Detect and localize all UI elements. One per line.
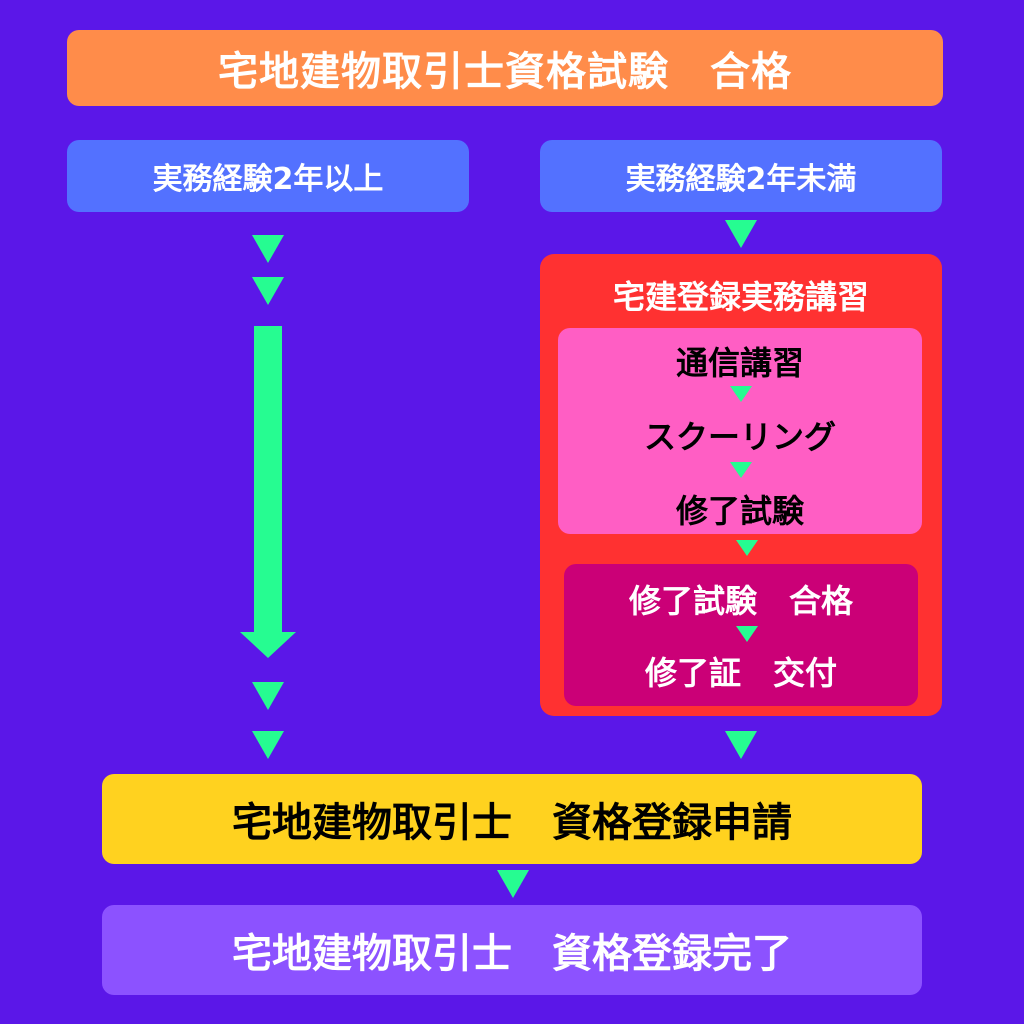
result-exam-pass: 修了試験 合格 xyxy=(628,582,853,620)
application-box: 宅地建物取引士 資格登録申請 xyxy=(102,774,922,864)
title-text: 宅地建物取引士資格試験 合格 xyxy=(218,49,792,95)
arrow-down-icon xyxy=(497,870,529,898)
arrow-down-icon xyxy=(736,626,758,642)
step-schooling: スクーリング xyxy=(643,418,836,456)
arrow-down-icon xyxy=(725,731,757,759)
arrow-down-icon xyxy=(252,682,284,710)
result-certificate: 修了証 交付 xyxy=(644,654,837,692)
title-box: 宅地建物取引士資格試験 合格 xyxy=(67,30,943,106)
long-arrow-head-icon xyxy=(240,632,296,658)
arrow-down-icon xyxy=(252,235,284,263)
arrow-down-icon xyxy=(252,731,284,759)
arrow-down-icon xyxy=(725,220,757,248)
step-final-exam: 修了試験 xyxy=(675,492,804,530)
long-arrow-down-icon xyxy=(254,326,282,632)
completion-label: 宅地建物取引士 資格登録完了 xyxy=(232,931,792,977)
arrow-down-icon xyxy=(730,386,752,402)
step-correspondence: 通信講習 xyxy=(675,344,804,382)
arrow-down-icon xyxy=(736,540,758,556)
right-branch-box: 実務経験2年未満 xyxy=(540,140,942,212)
course-box: 宅建登録実務講習 通信講習 スクーリング 修了試験 修了試験 合格 修了証 交付 xyxy=(540,254,942,716)
right-branch-label: 実務経験2年未満 xyxy=(625,162,857,197)
course-title: 宅建登録実務講習 xyxy=(612,278,869,316)
course-steps-box: 通信講習 スクーリング 修了試験 xyxy=(558,328,922,534)
application-label: 宅地建物取引士 資格登録申請 xyxy=(232,800,792,846)
arrow-down-icon xyxy=(252,277,284,305)
left-branch-box: 実務経験2年以上 xyxy=(67,140,469,212)
left-branch-label: 実務経験2年以上 xyxy=(152,162,384,197)
course-result-box: 修了試験 合格 修了証 交付 xyxy=(564,564,918,706)
arrow-down-icon xyxy=(730,462,752,478)
completion-box: 宅地建物取引士 資格登録完了 xyxy=(102,905,922,995)
